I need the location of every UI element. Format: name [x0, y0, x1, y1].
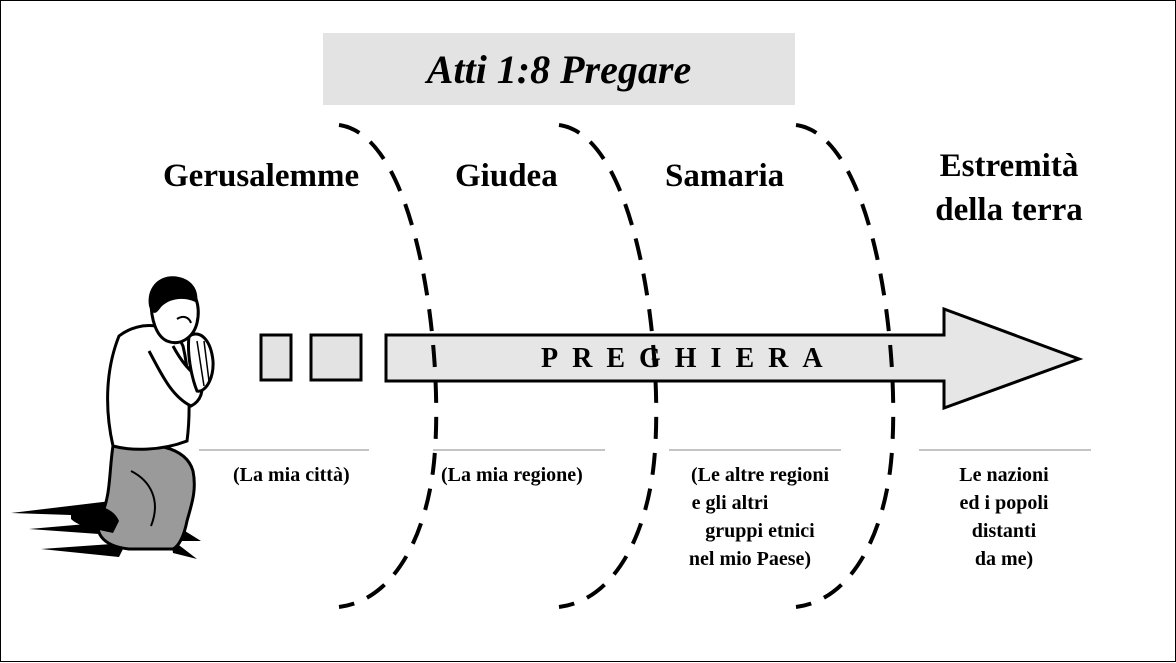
- desc-line: nel mio Paese): [688, 548, 812, 570]
- arrow-label: PREGHIERA: [541, 343, 837, 374]
- desc-line: e gli altri: [691, 492, 769, 514]
- prayer-arrow: [384, 306, 1084, 411]
- region-name-estremita: Estremità della terra: [929, 144, 1089, 232]
- region-name-giudea: Giudea: [455, 158, 558, 194]
- boundary-arc-3: [795, 123, 896, 609]
- region-desc-samaria: (Le altre regioni e gli altri gruppi etn…: [665, 461, 855, 573]
- region-name-samaria: Samaria: [665, 158, 785, 194]
- boundary-arc-2: [558, 123, 659, 609]
- desc-line: ed i popoli: [959, 492, 1049, 514]
- desc-line: (Le altre regioni: [690, 464, 830, 486]
- desc-line: Le nazioni: [959, 464, 1049, 486]
- title-box: Atti 1:8 Pregare: [323, 33, 795, 105]
- region-desc-giudea: (La mia regione): [441, 464, 583, 486]
- desc-line: gruppi etnici: [705, 520, 815, 542]
- region-name-line: della terra: [935, 192, 1083, 228]
- boundary-arc-1: [338, 123, 439, 609]
- small-box: [259, 333, 293, 382]
- region-desc-gerusalemme: (La mia città): [233, 464, 350, 486]
- desc-line: distanti: [971, 520, 1037, 542]
- region-name-line: Estremità: [939, 148, 1079, 184]
- region-name-gerusalemme: Gerusalemme: [163, 158, 360, 194]
- desc-line: da me): [974, 548, 1034, 570]
- region-desc-estremita: Le nazioni ed i popoli distanti da me): [929, 461, 1079, 573]
- praying-man-icon: [11, 276, 215, 559]
- page-title: Atti 1:8 Pregare: [426, 46, 692, 92]
- small-box: [309, 333, 363, 382]
